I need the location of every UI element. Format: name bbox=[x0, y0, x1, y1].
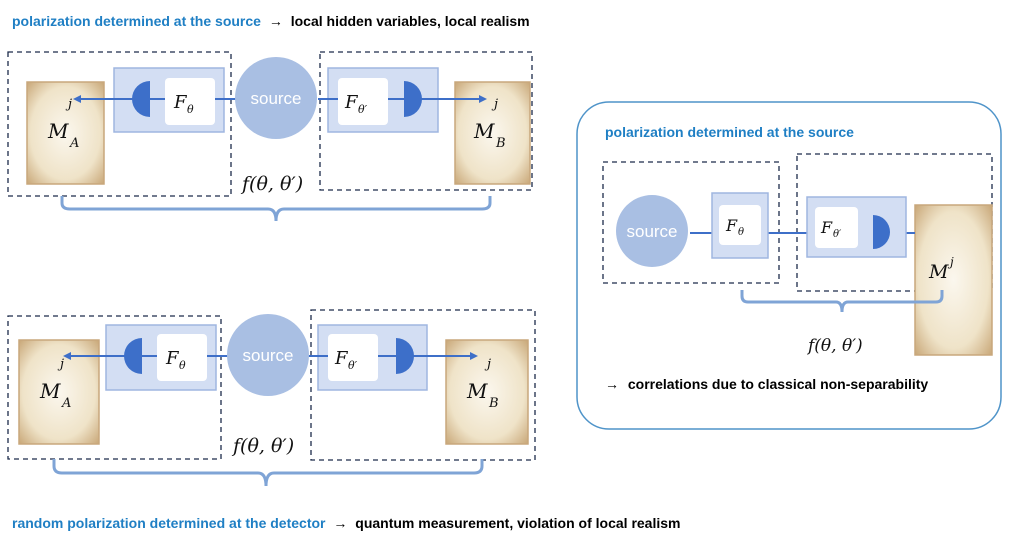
filter-sub: θ′ bbox=[358, 103, 368, 116]
panel-record: M j bbox=[914, 204, 993, 356]
filter-label: F bbox=[344, 92, 359, 113]
top-left-polarizer-card bbox=[165, 78, 215, 125]
panel-source-label: source bbox=[626, 222, 677, 241]
top-record-left: M j A bbox=[26, 81, 105, 185]
record-label: M bbox=[466, 379, 488, 403]
classical-panel-frame bbox=[576, 101, 1002, 430]
top-caption-text: local hidden variables, local realism bbox=[291, 13, 530, 29]
filter-sub: θ bbox=[187, 103, 194, 116]
filter-label: F bbox=[725, 216, 738, 235]
filter-sub: θ bbox=[738, 227, 744, 238]
panel-filter-b-card bbox=[815, 207, 858, 248]
bottom-caption-highlight: random polarization determined at the de… bbox=[12, 515, 326, 531]
top-right-polarizer-card bbox=[338, 78, 388, 125]
bottom-left-polarizer-card bbox=[157, 334, 207, 381]
record-label: M bbox=[928, 261, 949, 283]
filter-sub: θ′ bbox=[348, 359, 358, 372]
bottom-record-left: M j A bbox=[18, 339, 100, 445]
filter-sub: θ′ bbox=[833, 229, 842, 240]
filter-label: F bbox=[820, 218, 833, 237]
record-sup: j bbox=[491, 97, 498, 112]
parchment-icon bbox=[914, 204, 993, 356]
record-sub: B bbox=[495, 136, 506, 151]
record-sub: A bbox=[69, 136, 79, 151]
parchment-icon bbox=[18, 339, 100, 445]
panel-left-dashed-group bbox=[602, 161, 780, 284]
record-sup: j bbox=[57, 357, 64, 372]
record-sup: j bbox=[947, 255, 954, 269]
top-record-right: M j B bbox=[454, 81, 531, 185]
bottom-left-dashed-group bbox=[7, 315, 222, 460]
bottom-caption-text: quantum measurement, violation of local … bbox=[355, 515, 680, 531]
bottom-correlation-label: f(θ, θ′) bbox=[231, 435, 294, 457]
filter-sub: θ bbox=[179, 359, 186, 372]
parchment-icon bbox=[445, 339, 529, 445]
classical-panel: polarization determined at the source M … bbox=[576, 101, 1002, 430]
bottom-source-circle bbox=[227, 314, 309, 396]
top-right-detector-icon bbox=[404, 81, 422, 117]
classical-panel-title: polarization determined at the source bbox=[605, 124, 854, 140]
record-label: M bbox=[473, 119, 495, 143]
bottom-right-detector-icon bbox=[396, 338, 414, 374]
top-source-label: source bbox=[250, 89, 301, 108]
filter-label: F bbox=[334, 348, 349, 369]
bottom-record-right: M j B bbox=[445, 339, 529, 445]
panel-footer: → correlations due to classical non-sepa… bbox=[605, 376, 928, 392]
record-label: M bbox=[39, 379, 61, 403]
record-label: M bbox=[47, 119, 69, 143]
top-left-detector-icon bbox=[132, 81, 150, 117]
top-correlation-label: f(θ, θ′) bbox=[240, 173, 303, 195]
bottom-caption: random polarization determined at the de… bbox=[12, 515, 680, 531]
panel-correlation-label: f(θ, θ′) bbox=[806, 336, 863, 356]
panel-filter-a-card bbox=[719, 205, 761, 245]
panel-detector-icon bbox=[873, 215, 890, 249]
top-left-dashed-group bbox=[7, 51, 232, 197]
bottom-setup: M j A M j B F θ F θ′ source f(θ, θ′) bbox=[7, 309, 536, 487]
top-caption-arrow: → bbox=[269, 13, 283, 29]
top-right-dashed-group bbox=[319, 51, 533, 191]
bottom-source-label: source bbox=[242, 346, 293, 365]
panel-source-circle bbox=[616, 195, 688, 267]
record-sub: B bbox=[488, 396, 499, 411]
top-correlation-brace bbox=[60, 196, 492, 222]
bottom-right-polarizer-card bbox=[328, 334, 378, 381]
bottom-left-detector-icon bbox=[124, 338, 142, 374]
bottom-right-dashed-group bbox=[310, 309, 536, 461]
top-setup: M j A M j B F θ F θ′ source f(θ, θ′) bbox=[7, 51, 533, 222]
top-caption: polarization determined at the source → … bbox=[12, 13, 530, 29]
panel-correlation-brace bbox=[740, 290, 944, 313]
panel-footer-arrow: → bbox=[605, 376, 619, 392]
bottom-caption-arrow: → bbox=[333, 515, 347, 531]
filter-label: F bbox=[173, 92, 188, 113]
bottom-correlation-brace bbox=[52, 459, 484, 487]
record-sub: A bbox=[61, 396, 71, 411]
panel-footer-text: correlations due to classical non-separa… bbox=[628, 376, 929, 392]
record-sup: j bbox=[65, 97, 72, 112]
top-source-circle bbox=[235, 57, 317, 139]
top-caption-highlight: polarization determined at the source bbox=[12, 13, 261, 29]
filter-label: F bbox=[165, 348, 180, 369]
record-sup: j bbox=[484, 357, 491, 372]
